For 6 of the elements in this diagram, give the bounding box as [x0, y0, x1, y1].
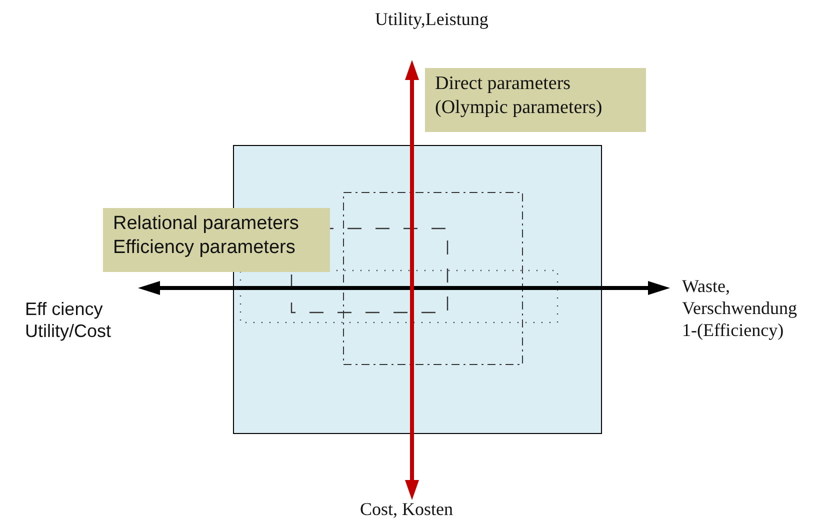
axis-label: Cost, Kosten: [360, 498, 454, 520]
note-box: Relational parameters Efficiency parameters: [103, 208, 330, 272]
axis-label: Utility,Leistung: [375, 8, 490, 30]
axis-label: Waste, Verschwendung 1-(Efficiency): [682, 275, 798, 341]
note-box: Direct parameters (Olympic parameters): [425, 68, 646, 132]
axis-label: Eff ciency Utility/Cost: [25, 298, 112, 342]
